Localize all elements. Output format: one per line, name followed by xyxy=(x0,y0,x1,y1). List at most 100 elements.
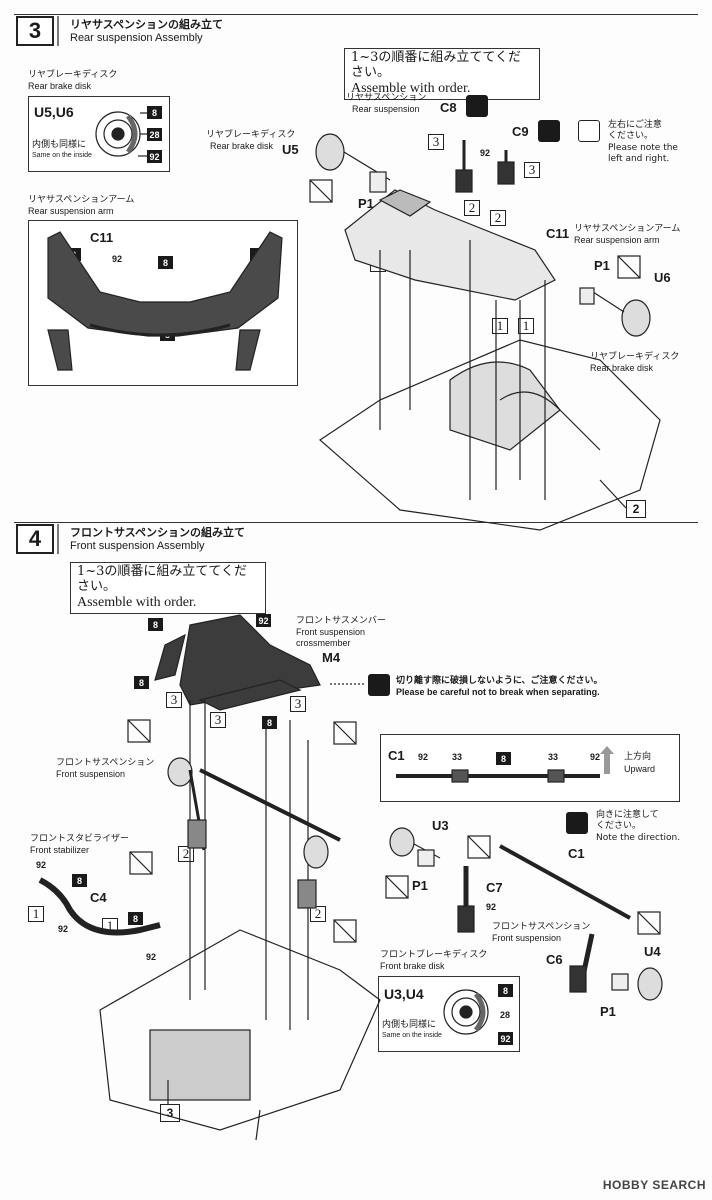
step-title-en: Front suspension Assembly xyxy=(70,540,205,552)
upward-label-jp: 上方向 xyxy=(624,752,652,762)
color-92: 92 xyxy=(146,952,157,962)
part-c11: C11 xyxy=(90,230,114,245)
step-title-jp: リヤサスペンションの組み立て xyxy=(70,18,224,31)
order-note: 1~3の順番に組み立ててください。 Assemble with order. xyxy=(70,562,266,614)
color-92: 92 xyxy=(36,860,47,870)
color-28: 28 xyxy=(147,128,162,141)
part-u4: U4 xyxy=(644,944,661,959)
color-92: 92 xyxy=(418,752,429,762)
order-3: 3 xyxy=(524,162,540,178)
part-u3-u4: U3,U4 xyxy=(384,986,424,1002)
color-92: 92 xyxy=(112,254,123,264)
part-c6: C6 xyxy=(546,952,563,967)
front-brake-disc-detail-box xyxy=(378,976,520,1052)
color-8: 8 xyxy=(134,676,149,689)
part-u5: U5 xyxy=(282,142,299,157)
c1-detail-box xyxy=(380,734,680,802)
part-c1: C1 xyxy=(388,748,405,763)
caution-icon xyxy=(578,120,600,142)
caution-paint-icon xyxy=(566,812,588,834)
order-2: 2 xyxy=(464,200,480,216)
step-number: 4 xyxy=(16,524,54,554)
caution-paint-icon xyxy=(368,674,390,696)
rear-brake-disc-detail-box xyxy=(28,96,170,172)
part-m4: M4 xyxy=(322,650,341,665)
color-8: 8 xyxy=(148,618,163,631)
color-8: 8 xyxy=(147,106,162,119)
rear-brake-disc-label-en: Rear brake disk xyxy=(28,81,92,91)
watermark: HOBBY SEARCH xyxy=(602,1178,706,1192)
part-c8: C8 xyxy=(440,100,457,115)
step-title-en: Rear suspension Assembly xyxy=(70,32,203,44)
rear-arm-label2-en: Rear suspension arm xyxy=(574,235,660,245)
rear-brake-disc-label2-jp: リヤブレーキディスク xyxy=(206,130,296,140)
color-92: 92 xyxy=(58,924,69,934)
direction-note: 向きに注意して ください。 Note the direction. xyxy=(596,810,681,843)
rear-arm-label-jp: リヤサスペンションアーム xyxy=(28,195,135,205)
rear-brake-disc-label3-en: Rear brake disk xyxy=(590,363,654,373)
color-8: 8 xyxy=(158,256,173,269)
part-u5-u6: U5,U6 xyxy=(34,104,74,120)
part-c11-main: C11 xyxy=(546,226,570,241)
order-1: 1 xyxy=(28,906,44,922)
crossmember-label-en-2: crossmember xyxy=(296,638,351,648)
part-u3: U3 xyxy=(432,818,449,833)
crossmember-label-en-1: Front suspension xyxy=(296,627,366,637)
part-c1-main: C1 xyxy=(568,846,585,861)
upward-label-en: Upward xyxy=(624,764,656,774)
part-p1-right: P1 xyxy=(594,258,610,273)
rear-arm-label-en: Rear suspension arm xyxy=(28,206,114,216)
order-2: 2 xyxy=(310,906,326,922)
order-note: 1~3の順番に組み立ててください。 Assemble with order. xyxy=(344,48,540,100)
color-92: 92 xyxy=(147,150,162,163)
front-brake-label-en: Front brake disk xyxy=(380,961,445,971)
rear-brake-disc-label2-en: Rear brake disk xyxy=(210,141,274,151)
order-3: 3 xyxy=(166,692,182,708)
part-p1: P1 xyxy=(358,196,374,211)
part-c9: C9 xyxy=(512,124,529,139)
color-8: 8 xyxy=(498,984,513,997)
order-3: 3 xyxy=(210,712,226,728)
front-brake-label-jp: フロントブレーキディスク xyxy=(380,950,488,960)
rear-suspension-label-jp: リヤサスペンション xyxy=(346,93,427,103)
front-suspension-label-jp: フロントサスペンション xyxy=(56,758,155,768)
stabilizer-label-en: Front stabilizer xyxy=(30,845,90,855)
same-inside-jp: 内側も同様に xyxy=(32,140,87,150)
color-92: 92 xyxy=(486,902,497,912)
rear-brake-disc-label-jp: リヤブレーキディスク xyxy=(28,70,118,80)
separate-note: 切り離す際に破損しないように、ご注意ください。 Please be carefu… xyxy=(396,676,603,698)
rear-arm-label2-jp: リヤサスペンションアーム xyxy=(574,224,681,234)
color-28: 28 xyxy=(500,1010,511,1020)
color-92: 92 xyxy=(498,1032,513,1045)
color-8: 8 xyxy=(128,912,143,925)
divider xyxy=(14,14,698,15)
same-inside-en: Same on the inside xyxy=(32,152,92,159)
divider xyxy=(14,522,698,523)
same-inside-en: Same on the inside xyxy=(382,1032,442,1039)
step-number: 3 xyxy=(16,16,54,46)
front-suspension-label-en: Front suspension xyxy=(56,769,126,779)
paint-icon xyxy=(466,95,488,117)
order-2: 2 xyxy=(490,210,506,226)
front-susp2-label-jp: フロントサスペンション xyxy=(492,922,591,932)
step-title-jp: フロントサスペンションの組み立て xyxy=(70,526,246,539)
part-c4: C4 xyxy=(90,890,107,905)
part-p1-right: P1 xyxy=(600,1004,616,1019)
order-1: 1 xyxy=(518,318,534,334)
stabilizer-label-jp: フロントスタビライザー xyxy=(30,834,130,844)
part-p1: P1 xyxy=(412,878,428,893)
color-33: 33 xyxy=(548,752,559,762)
rear-suspension-label-en: Rear suspension xyxy=(352,104,420,114)
order-3: 3 xyxy=(428,134,444,150)
color-33: 33 xyxy=(452,752,463,762)
order-3: 3 xyxy=(290,696,306,712)
same-inside-jp: 内側も同様に xyxy=(382,1020,437,1030)
part-c7: C7 xyxy=(486,880,503,895)
part-u6: U6 xyxy=(654,270,671,285)
front-susp2-label-en: Front suspension xyxy=(492,933,562,943)
paint-icon xyxy=(538,120,560,142)
lr-note: 左右にご注意 ください。 Please note the left and ri… xyxy=(608,120,678,164)
color-8: 8 xyxy=(72,874,87,887)
